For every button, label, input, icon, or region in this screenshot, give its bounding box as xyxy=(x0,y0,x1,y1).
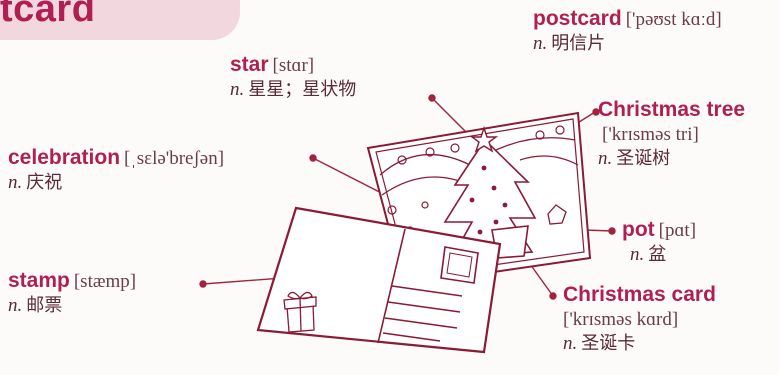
stamp-leader-dot xyxy=(199,280,207,288)
pos-star: n. xyxy=(230,79,245,101)
card-leader-dot xyxy=(549,292,557,300)
entry-star: star [stɑr] n. 星星；星状物 xyxy=(230,52,356,102)
pos-postcard: n. xyxy=(533,33,548,55)
meaning-star: 星星；星状物 xyxy=(248,79,357,101)
word-celebration: celebration xyxy=(8,146,121,169)
entry-postcard: postcard ['pəʊst kɑːd] n. 明信片 xyxy=(533,6,722,56)
meaning-christmas-tree: 圣诞树 xyxy=(616,148,671,169)
pos-stamp: n. xyxy=(8,295,23,317)
ipa-christmas-card: ['krɪsməs kɑrd] xyxy=(563,309,679,331)
word-christmas-tree: Christmas tree xyxy=(598,98,746,121)
pot-leader-dot xyxy=(608,227,616,235)
entry-celebration: celebration [ˌsɛlə'breʃən] n. 庆祝 xyxy=(8,145,224,195)
page-title: tcard xyxy=(0,0,96,30)
word-stamp: stamp xyxy=(8,269,70,292)
entry-christmas-card: Christmas card ['krɪsməs kɑrd] n. 圣诞卡 xyxy=(563,282,716,356)
stamp-shape xyxy=(440,246,479,284)
meaning-stamp: 邮票 xyxy=(26,295,63,317)
meaning-pot: 盆 xyxy=(648,244,667,266)
entry-christmas-tree: Christmas tree ['krɪsməs tri] n. 圣诞树 xyxy=(598,97,745,171)
pos-christmas-tree: n. xyxy=(598,148,613,169)
pos-christmas-card: n. xyxy=(563,333,578,354)
ipa-stamp: [stæmp] xyxy=(73,271,137,292)
gift-icon xyxy=(283,291,317,333)
word-postcard: postcard xyxy=(533,7,622,30)
meaning-postcard: 明信片 xyxy=(551,33,606,55)
pos-celebration: n. xyxy=(8,172,23,194)
meaning-christmas-card: 圣诞卡 xyxy=(581,333,636,354)
ipa-pot: [pɑt] xyxy=(658,220,697,241)
word-christmas-card: Christmas card xyxy=(563,283,716,306)
ipa-christmas-tree: ['krɪsməs tri] xyxy=(602,124,699,146)
word-pot: pot xyxy=(622,218,655,241)
ipa-celebration: [ˌsɛlə'breʃən] xyxy=(124,148,225,169)
title-banner xyxy=(0,0,240,40)
entry-pot: pot [pɑt] n. 盆 xyxy=(622,217,696,267)
tree-leader-dot xyxy=(592,108,600,116)
entry-stamp: stamp [stæmp] n. 邮票 xyxy=(8,268,136,318)
postcard xyxy=(256,206,502,354)
celebration-leader-dot xyxy=(309,154,317,162)
ipa-postcard: ['pəʊst kɑːd] xyxy=(625,9,722,30)
meaning-celebration: 庆祝 xyxy=(26,172,63,194)
pos-pot: n. xyxy=(630,244,645,266)
star-leader-dot xyxy=(428,94,436,102)
word-star: star xyxy=(230,53,269,76)
ipa-star: [stɑr] xyxy=(272,55,315,76)
